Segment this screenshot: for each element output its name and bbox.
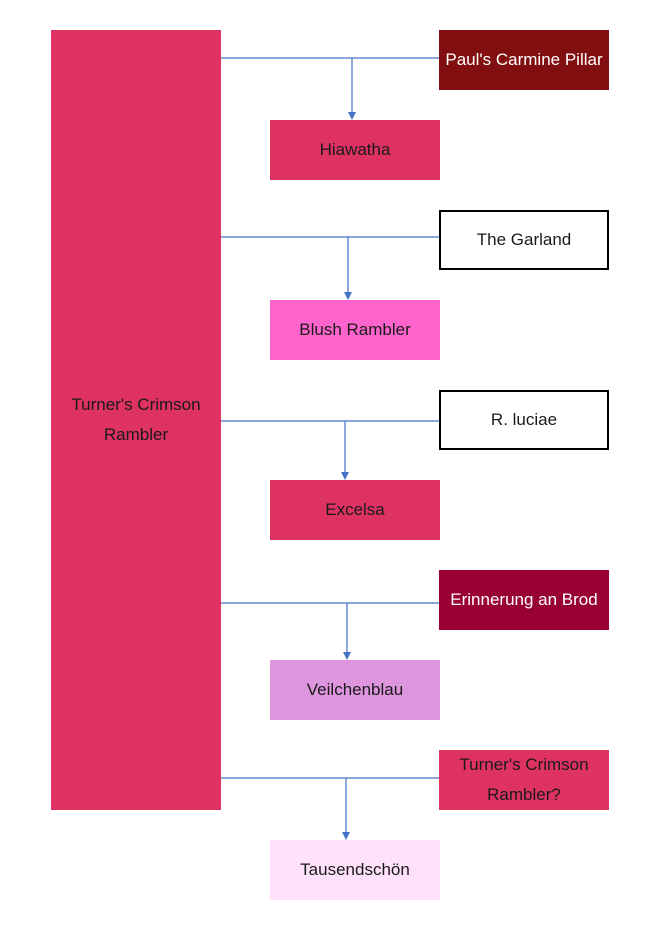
parent-box-erinnerung-an-brod: Erinnerung an Brod	[439, 570, 609, 630]
child-label: Tausendschön	[300, 860, 410, 879]
child-label: Excelsa	[325, 500, 385, 519]
parent-box-the-garland: The Garland	[439, 210, 609, 270]
child-box-hiawatha: Hiawatha	[270, 120, 440, 180]
parent-label: Erinnerung an Brod	[450, 590, 598, 609]
parent-label: Paul's Carmine Pillar	[445, 50, 603, 69]
parent-label: The Garland	[476, 230, 572, 249]
arrowhead-2	[344, 292, 352, 300]
parent-box-turners-crimson-rambler-query: Turner's Crimson Rambler?	[439, 750, 609, 810]
child-box-excelsa: Excelsa	[270, 480, 440, 540]
child-label: Blush Rambler	[299, 320, 411, 339]
root-label: Turner's Crimson Rambler	[71, 395, 201, 444]
parent-label: R. luciae	[490, 410, 558, 429]
child-box-veilchenblau: Veilchenblau	[270, 660, 440, 720]
arrowhead-3	[341, 472, 349, 480]
arrowhead-4	[343, 652, 351, 660]
parent-box-pauls-carmine-pillar: Paul's Carmine Pillar	[439, 30, 609, 90]
child-label: Hiawatha	[319, 140, 391, 159]
arrowhead-1	[348, 112, 356, 120]
parent-label: Turner's Crimson Rambler?	[459, 755, 589, 804]
child-box-tausendschon: Tausendschön	[270, 840, 440, 900]
root-box-turners-crimson-rambler: Turner's Crimson Rambler	[51, 30, 221, 810]
arrowhead-5	[342, 832, 350, 840]
child-box-blush-rambler: Blush Rambler	[270, 300, 440, 360]
child-label: Veilchenblau	[306, 680, 404, 699]
parent-box-r-luciae: R. luciae	[439, 390, 609, 450]
